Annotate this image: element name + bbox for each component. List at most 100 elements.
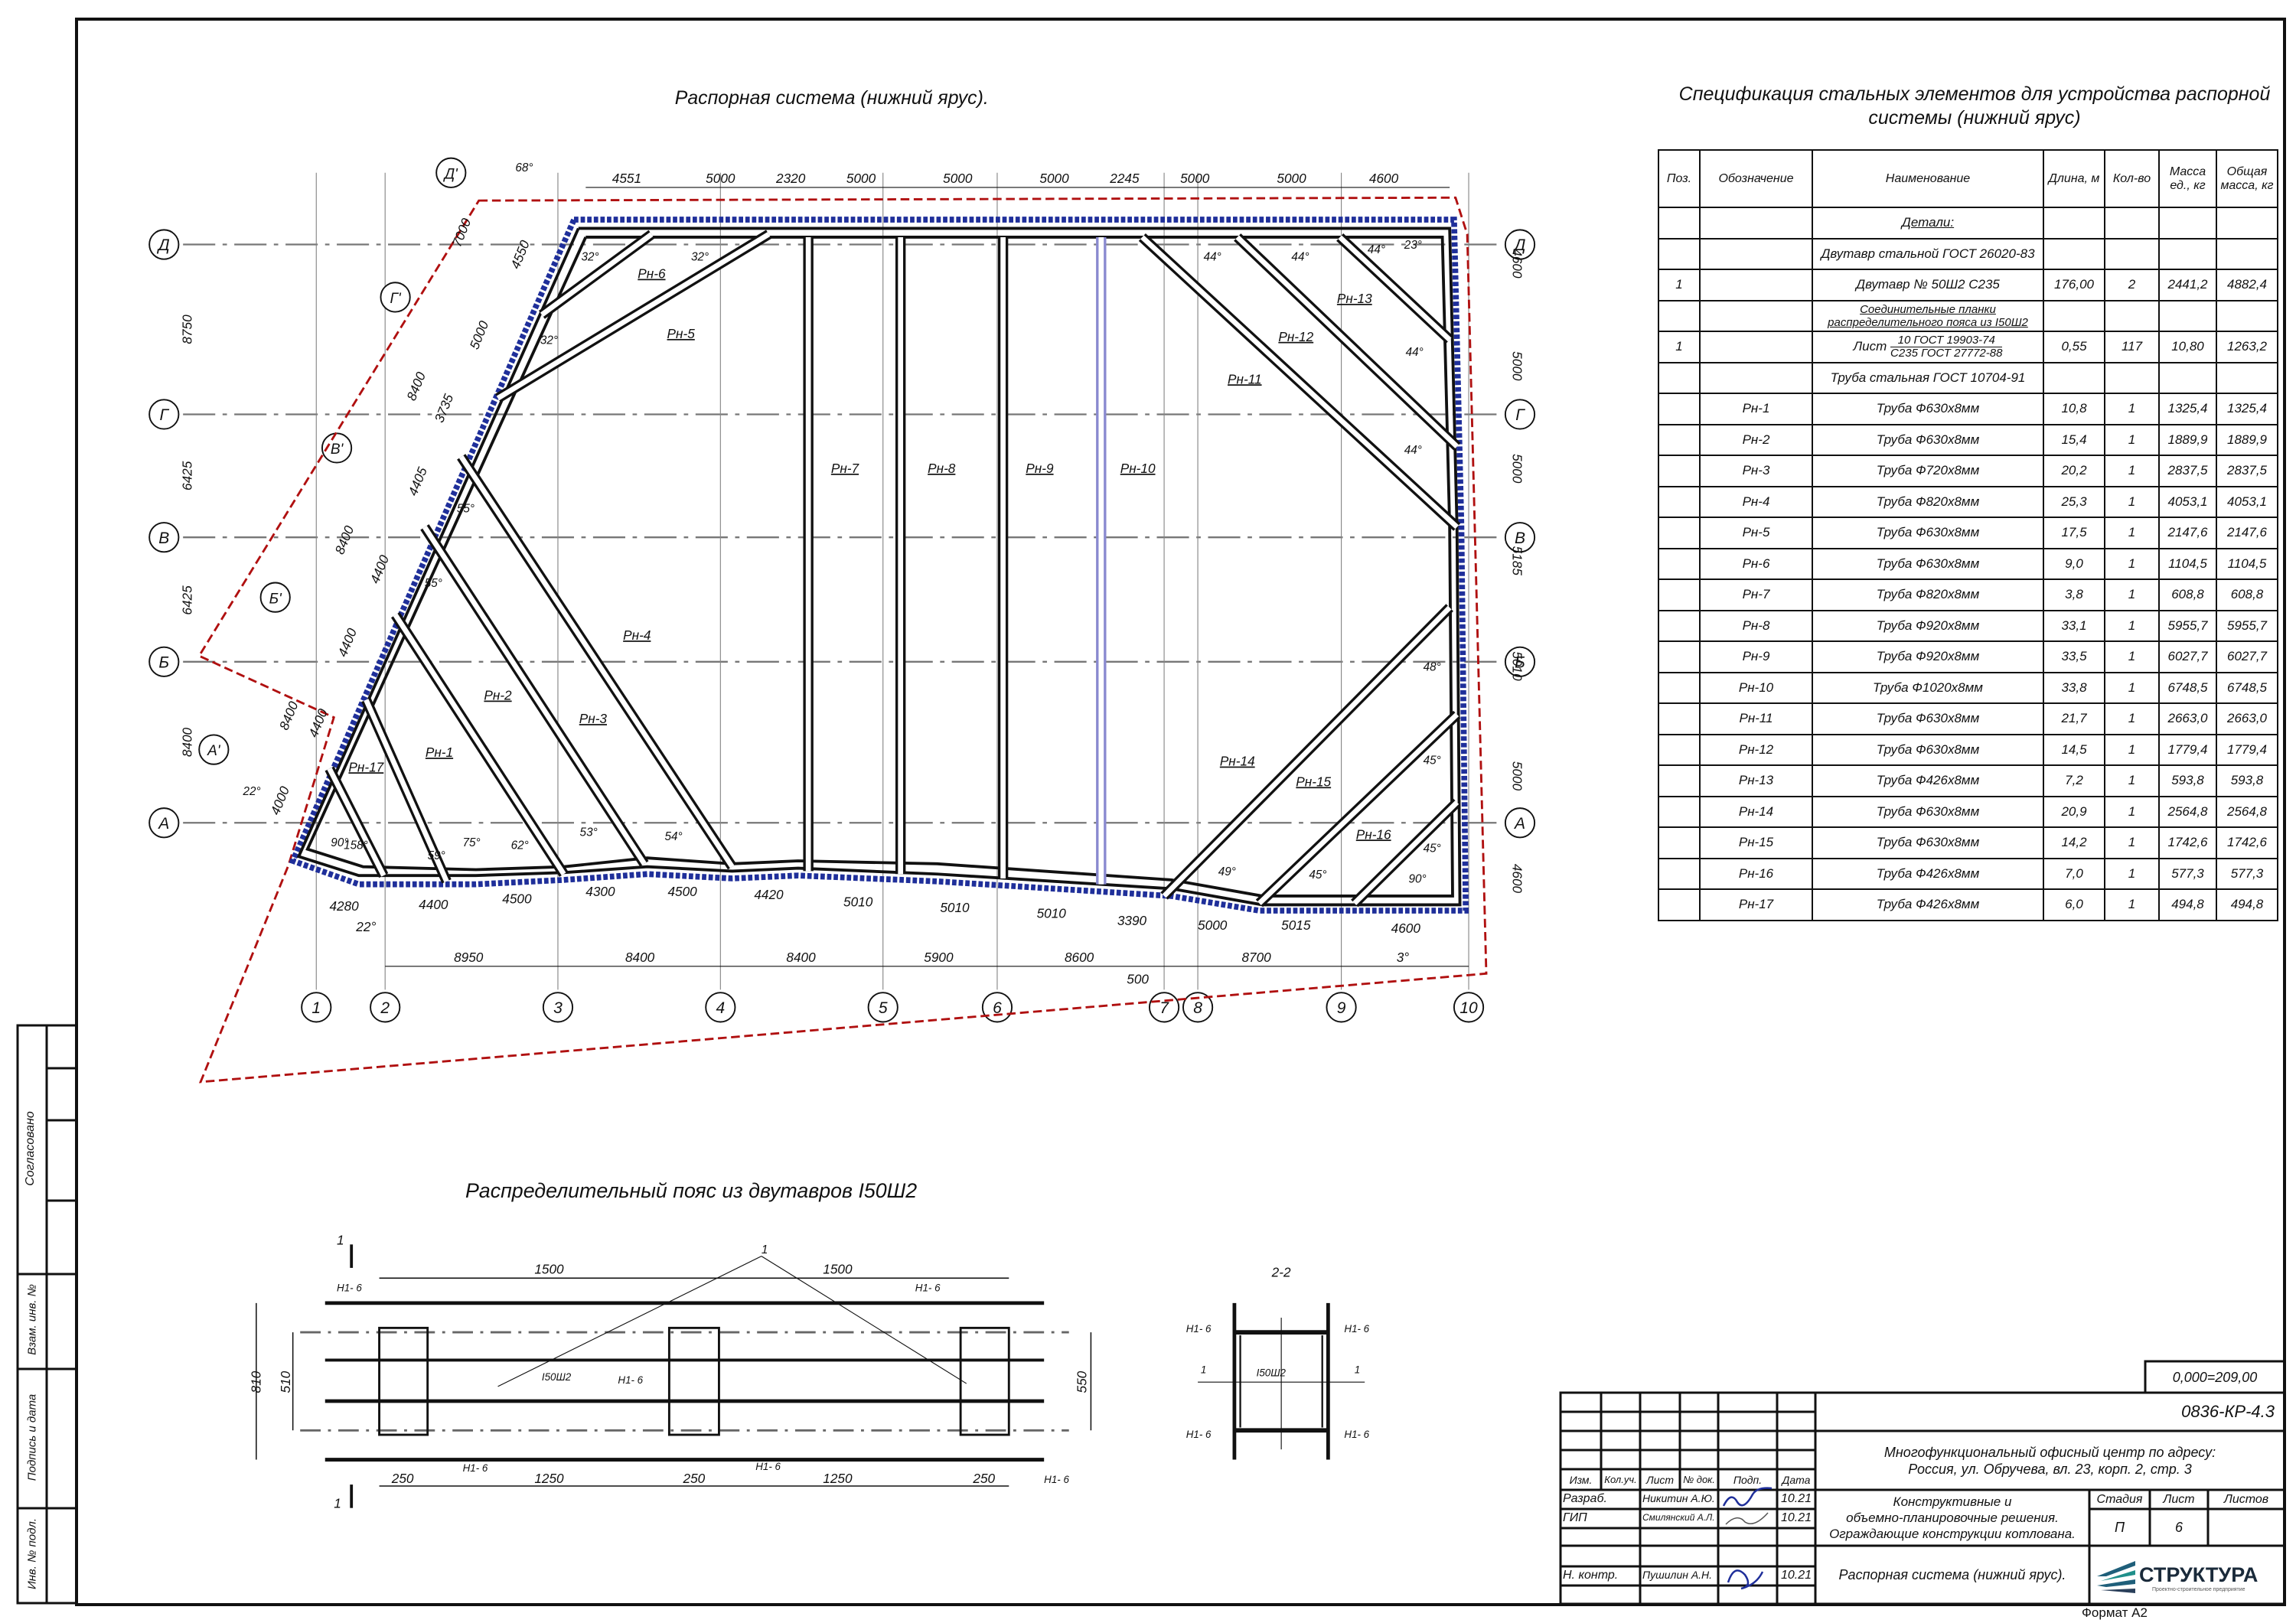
column-axis-label: 8 [1193, 999, 1202, 1017]
angle-annotation: 44° [1204, 251, 1221, 264]
cell-length: 33,1 [2043, 609, 2105, 642]
cell-qty: 1 [2104, 826, 2160, 859]
col-header: Изм. [1569, 1473, 1593, 1486]
cell-pos [1658, 547, 1701, 580]
slanted-dimension: 8400 [403, 370, 429, 402]
cell-length: 21,7 [2043, 702, 2105, 735]
cell-pos [1658, 517, 1701, 549]
side-stamp-replace-inv: Взам. инв. № [25, 1284, 39, 1355]
column-axis-bubble [542, 992, 574, 1023]
strut-pipe-inner [393, 613, 566, 876]
row-axis-label: А [157, 815, 169, 833]
cell-total-mass: 4053,1 [2216, 485, 2278, 518]
bottom-dimension: 4500 [502, 891, 532, 907]
position-leader: 1 [1355, 1364, 1360, 1376]
row-axis-label: В [1515, 530, 1525, 547]
strut-label: Рн-4 [623, 627, 651, 643]
connecting-plate [959, 1326, 1010, 1436]
cell-unit-mass: 593,8 [2158, 764, 2217, 797]
axis-dimension: 8950 [454, 950, 484, 965]
weld-label: Н1- 6 [618, 1374, 643, 1386]
cell-total-mass: 1779,4 [2216, 733, 2278, 766]
table-row: Труба стальная ГОСТ 10704-91 [1658, 361, 2278, 394]
row-axis-label: Б [158, 653, 169, 671]
bottom-dimension: 4500 [667, 884, 697, 899]
col-header: № док. [1683, 1473, 1715, 1485]
section-label: 2-2 [1271, 1264, 1291, 1279]
spec-title: Спецификация стальных элементов для устр… [1653, 83, 2296, 130]
cell-name: Труба Ф920х8мм [1812, 609, 2044, 642]
angle-annotation: 44° [1404, 444, 1422, 457]
cell-mark: Рн-12 [1699, 733, 1813, 766]
position-leader: 1 [1201, 1364, 1206, 1376]
cell-name: Труба Ф820х8мм [1812, 485, 2044, 518]
section-heading: Детали: [1812, 207, 2044, 240]
cell-pos [1658, 795, 1701, 828]
strut-label: Рн-14 [1220, 754, 1255, 769]
cell-pos [1658, 578, 1701, 611]
beam-label: I50Ш2 [1257, 1367, 1287, 1379]
group-heading: Двутавр стальной ГОСТ 26020-83 [1812, 237, 2044, 270]
left-dimension: 8400 [180, 727, 195, 757]
angle-annotation: 45° [1309, 869, 1326, 882]
axis-dimension: 8700 [1241, 950, 1271, 965]
cell-qty: 1 [2104, 517, 2160, 549]
strut-label: Рн-8 [928, 461, 956, 476]
cell-length: 17,5 [2043, 517, 2105, 549]
side-stamp-sign-date: Подпись и дата [25, 1393, 39, 1481]
skew-axis-bubble [435, 157, 467, 188]
cell-length: 7,0 [2043, 857, 2105, 890]
cell-pos: 1 [1658, 331, 1701, 363]
col-header: Кол.уч. [1604, 1473, 1637, 1485]
angle-annotation: 62° [511, 839, 529, 852]
cell-unit-mass: 6748,5 [2158, 671, 2217, 704]
cell-length: 176,00 [2043, 269, 2105, 301]
signature-chief-engineer [1725, 1512, 1769, 1525]
cell-total-mass: 6027,7 [2216, 640, 2278, 673]
cell-length: 25,3 [2043, 485, 2105, 518]
cell-qty: 117 [2104, 331, 2160, 363]
cell-pos [1658, 393, 1701, 425]
skew-axis-label: Д' [443, 166, 458, 182]
cell-total-mass: 593,8 [2216, 764, 2278, 797]
cell-pos [1658, 888, 1701, 921]
dim: 250 [391, 1471, 414, 1486]
strut-label: Рн-7 [831, 461, 860, 476]
cell-mark: Рн-13 [1699, 764, 1813, 797]
dim: 1500 [534, 1262, 564, 1277]
cell-pos [1658, 609, 1701, 642]
bottom-dimension: 5000 [1198, 917, 1228, 933]
column-axis-bubble [981, 992, 1013, 1023]
signer-date: 10.21 [1781, 1511, 1812, 1524]
table-header-row: Поз. Обозначение Наименование Длина, м К… [1658, 149, 2278, 208]
skew-axis-label: Б' [269, 591, 282, 607]
column-axis-label: 10 [1459, 999, 1478, 1017]
skew-axis-label: А' [207, 743, 221, 759]
cell-qty: 1 [2104, 578, 2160, 611]
cell-length: 33,8 [2043, 671, 2105, 704]
cell-total-mass: 1325,4 [2216, 393, 2278, 425]
section-name: объемно-планировочные решения. [1846, 1511, 2059, 1525]
position-leader: 1 [762, 1243, 768, 1256]
spec-table: Поз. Обозначение Наименование Длина, м К… [1658, 149, 2278, 921]
angle-annotation: 90° [1409, 873, 1427, 886]
elevation-mark: 0,000=209,00 [2172, 1369, 2258, 1385]
strut-label: Рн-10 [1120, 461, 1156, 476]
cell-qty: 1 [2104, 640, 2160, 673]
title-block-grid [1559, 1360, 2286, 1605]
strut-pipe-inner [1140, 235, 1459, 530]
col-header: Длина, м [2043, 149, 2105, 208]
strut-label: Рн-9 [1026, 461, 1054, 476]
strut-label: Рн-1 [426, 745, 453, 760]
cell-qty: 1 [2104, 702, 2160, 735]
strut-pipe-inner [540, 232, 654, 318]
top-dimension: 5000 [846, 171, 876, 186]
cell-unit-mass: 10,80 [2158, 331, 2217, 363]
cell-name-numerator: 10 ГОСТ 19903-74 [1890, 334, 2003, 347]
